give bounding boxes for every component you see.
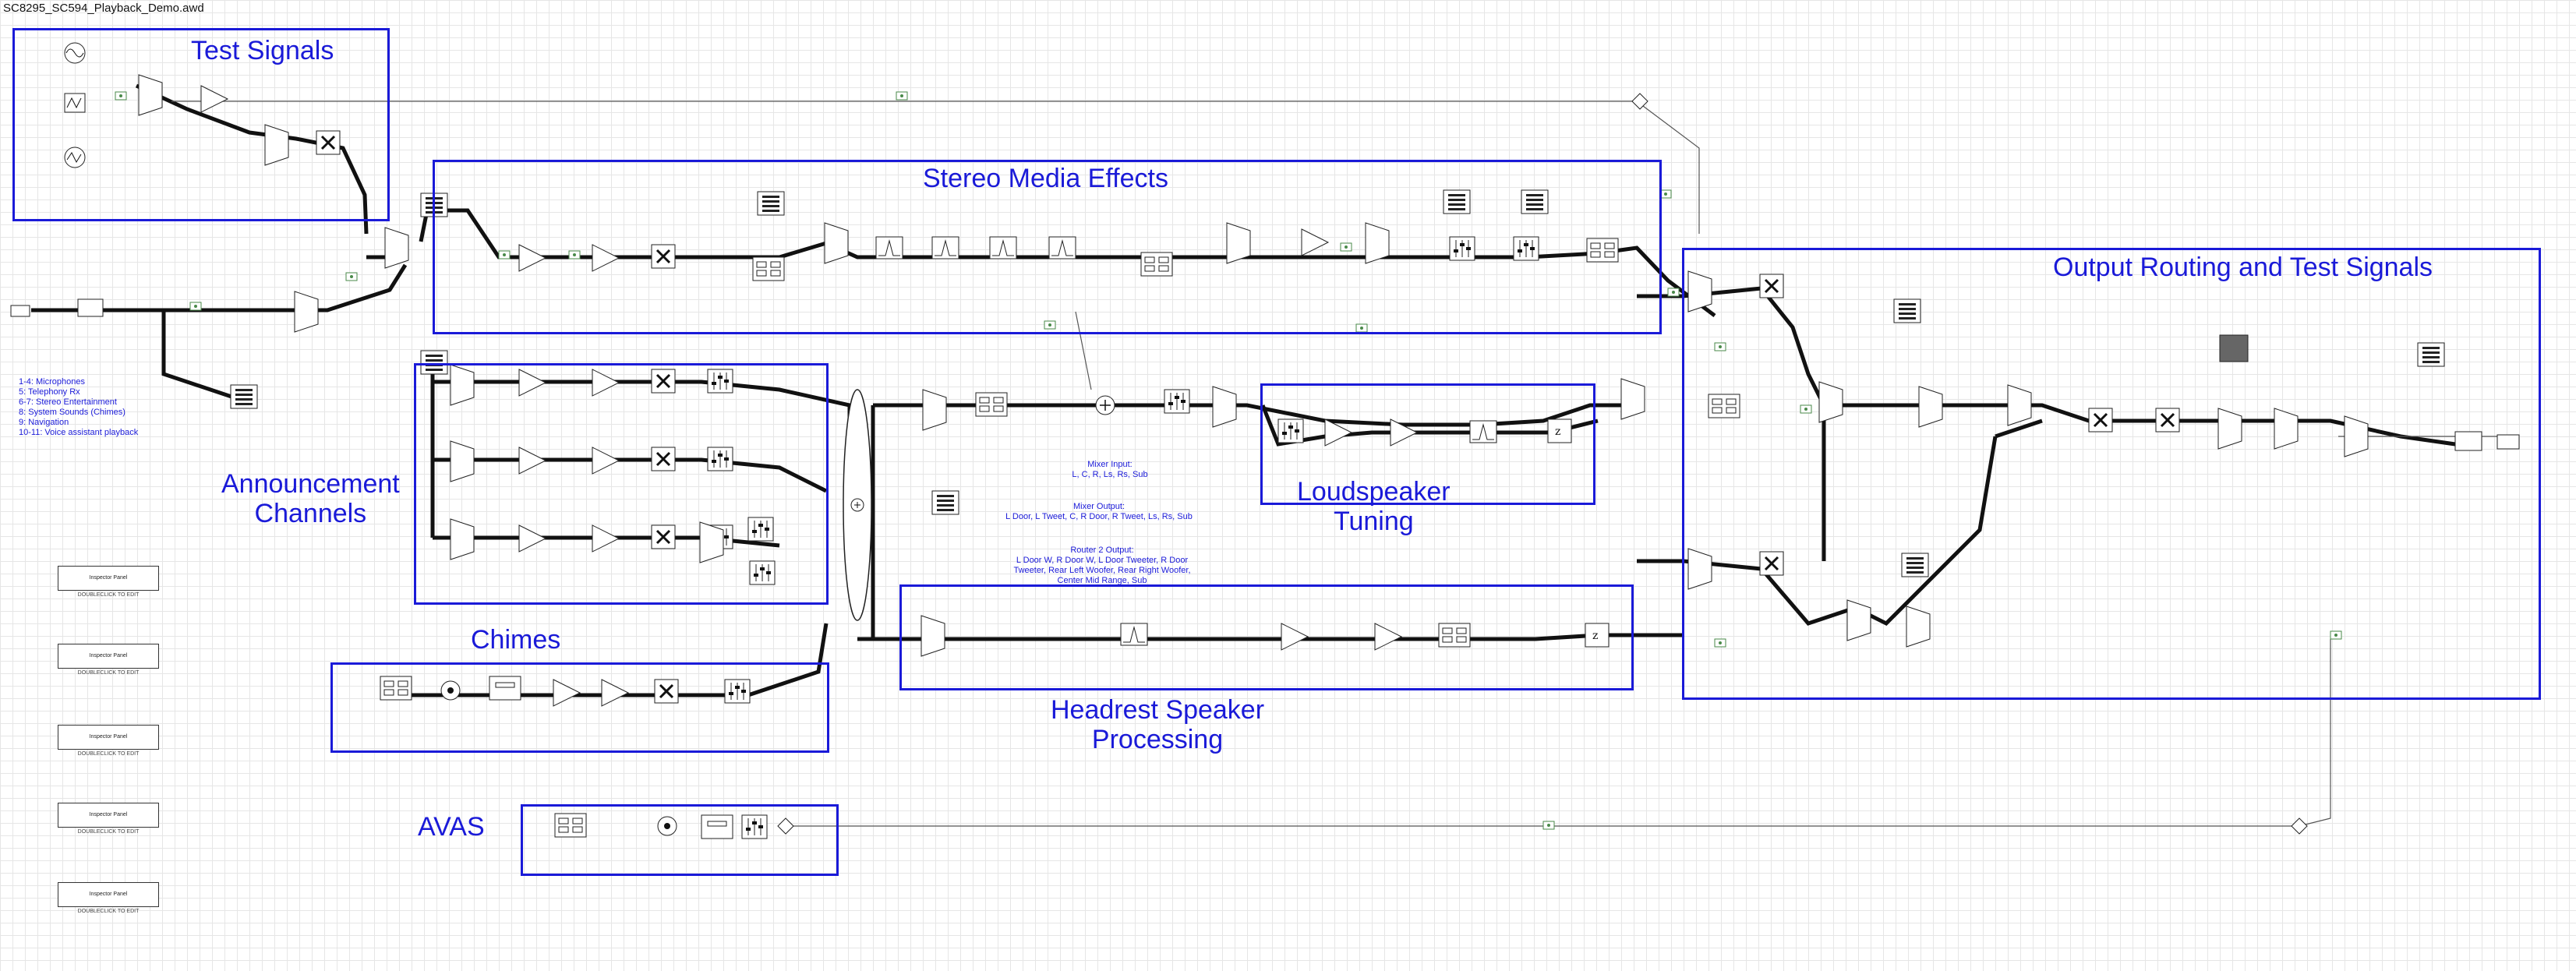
test-signals-label: Test Signals [191,36,334,65]
inspector-panel-box[interactable]: Inspector Panel [58,566,159,591]
inspector-panel-caption: DOUBLECLICK TO EDIT [77,670,140,676]
test-signals-group[interactable] [12,28,390,221]
inspector-panel-box[interactable]: Inspector Panel [58,803,159,828]
stereo-media-effects-label: Stereo Media Effects [923,164,1168,193]
legend-item: 8: System Sounds (Chimes) [19,408,125,417]
avas-group[interactable] [521,804,839,876]
chimes-label: Chimes [471,625,561,655]
inspector-panel-box[interactable]: Inspector Panel [58,882,159,907]
headrest-speaker-label: Headrest Speaker Processing [1051,695,1264,754]
legend-item: 1-4: Microphones [19,377,85,387]
legend-item: 9: Navigation [19,418,69,427]
legend-item: 10-11: Voice assistant playback [19,428,139,437]
legend-item: 5: Telephony Rx [19,387,80,397]
loudspeaker-tuning-label: Loudspeaker Tuning [1297,477,1451,536]
inspector-panel-box[interactable]: Inspector Panel [58,644,159,669]
inspector-panel[interactable]: Inspector Panel DOUBLECLICK TO EDIT [58,882,159,915]
inspector-panel-box[interactable]: Inspector Panel [58,725,159,750]
output-routing-group[interactable] [1682,248,2541,700]
inspector-panel-caption: DOUBLECLICK TO EDIT [77,751,140,757]
announcement-label-line1: Announcement [221,469,400,499]
legend-item: 6-7: Stereo Entertainment [19,397,117,407]
headrest-label-line2: Processing [1091,725,1224,754]
router2-output-note: Router 2 Output: L Door W, R Door W, L D… [1013,546,1191,585]
inspector-panel[interactable]: Inspector Panel DOUBLECLICK TO EDIT [58,644,159,676]
announcement-channels-label: Announcement Channels [221,469,400,528]
inspector-panel-caption: DOUBLECLICK TO EDIT [77,909,140,914]
inspector-panel[interactable]: Inspector Panel DOUBLECLICK TO EDIT [58,803,159,835]
headrest-speaker-group[interactable] [899,584,1634,690]
announcement-channels-group[interactable] [414,363,829,605]
stereo-media-effects-group[interactable] [433,160,1662,334]
inspector-panel-caption: DOUBLECLICK TO EDIT [77,592,140,598]
chimes-group[interactable] [330,662,829,753]
loudspeaker-label-line2: Tuning [1333,507,1414,536]
loudspeaker-tuning-group[interactable] [1260,383,1595,505]
avas-label: AVAS [418,812,485,842]
window-title: SC8295_SC594_Playback_Demo.awd [3,2,204,15]
loudspeaker-label-line1: Loudspeaker [1297,477,1451,507]
inspector-panel[interactable]: Inspector Panel DOUBLECLICK TO EDIT [58,725,159,757]
inspector-panel-caption: DOUBLECLICK TO EDIT [77,829,140,835]
mixer-output-note: Mixer Output: L Door, L Tweet, C, R Door… [1005,502,1193,521]
mixer-input-note: Mixer Input: L, C, R, Ls, Rs, Sub [1072,460,1148,479]
output-routing-label: Output Routing and Test Signals [2053,252,2433,282]
headrest-label-line1: Headrest Speaker [1051,695,1265,725]
input-channel-legend: 1-4: Microphones 5: Telephony Rx 6-7: St… [19,377,138,438]
inspector-panel[interactable]: Inspector Panel DOUBLECLICK TO EDIT [58,566,159,598]
announcement-label-line2: Channels [254,499,367,528]
